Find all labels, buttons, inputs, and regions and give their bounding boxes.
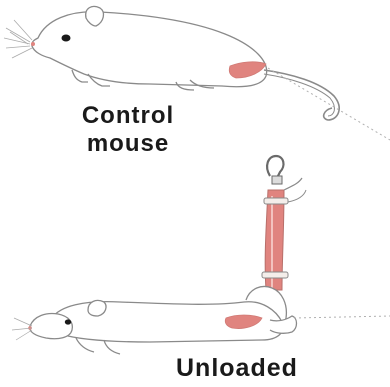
control-mouse-label: Control mouse <box>58 102 198 158</box>
unloaded-head <box>30 314 73 339</box>
control-label-line2: mouse <box>58 130 198 158</box>
unloaded-mouse <box>12 156 306 354</box>
unloaded-eye <box>65 319 71 324</box>
control-tail <box>264 70 339 120</box>
control-label-line1: Control <box>58 102 198 130</box>
control-dotted-line <box>268 68 390 140</box>
control-eye <box>62 35 71 42</box>
control-whiskers <box>4 20 32 58</box>
unloaded-mouse-label: Unloaded <box>176 356 298 381</box>
unloaded-dotted-line <box>294 316 390 318</box>
unloaded-ear <box>88 300 106 316</box>
hook-icon <box>267 156 283 176</box>
